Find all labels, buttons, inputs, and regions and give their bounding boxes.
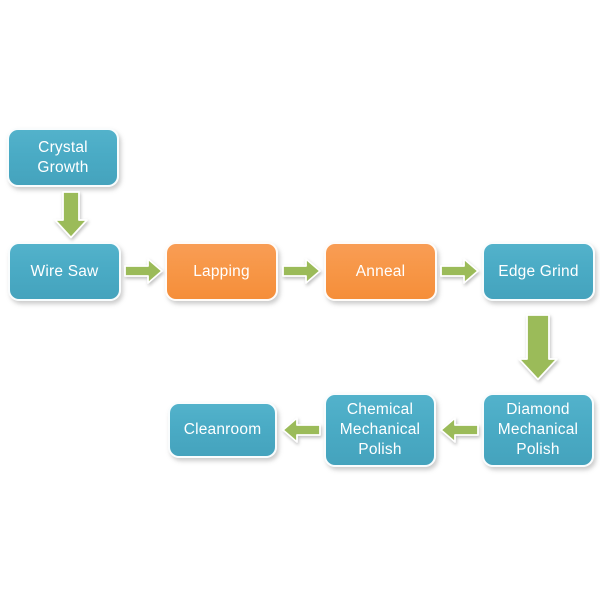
arrow-right-icon (440, 258, 479, 284)
flow-node-label: Diamond Mechanical Polish (497, 401, 579, 458)
flow-node-chemical-mechanical-polish: Chemical Mechanical Polish (324, 393, 436, 467)
flow-node-anneal: Anneal (324, 242, 437, 301)
flow-node-label: Wire Saw (30, 262, 99, 280)
flow-node-label: Anneal (355, 262, 406, 280)
arrow-left-icon (282, 417, 321, 443)
flow-node-label: Cleanroom (183, 421, 262, 438)
flow-node-edge-grind: Edge Grind (482, 242, 595, 301)
arrow-left-icon (440, 417, 479, 443)
arrow-right-icon (124, 258, 163, 284)
flow-node-lapping: Lapping (165, 242, 278, 301)
arrow-right-icon (282, 258, 321, 284)
flow-node-label: Crystal Growth (37, 138, 89, 176)
arrow-down-icon (54, 191, 88, 239)
flow-node-label: Lapping (193, 262, 250, 280)
flow-node-cleanroom: Cleanroom (168, 402, 277, 458)
flow-node-crystal-growth: Crystal Growth (7, 128, 119, 187)
flow-node-label: Chemical Mechanical Polish (339, 401, 421, 458)
flow-node-label: Edge Grind (498, 262, 579, 280)
flow-node-diamond-mechanical-polish: Diamond Mechanical Polish (482, 393, 594, 467)
arrow-down-icon (518, 314, 558, 381)
flow-node-wire-saw: Wire Saw (8, 242, 121, 301)
